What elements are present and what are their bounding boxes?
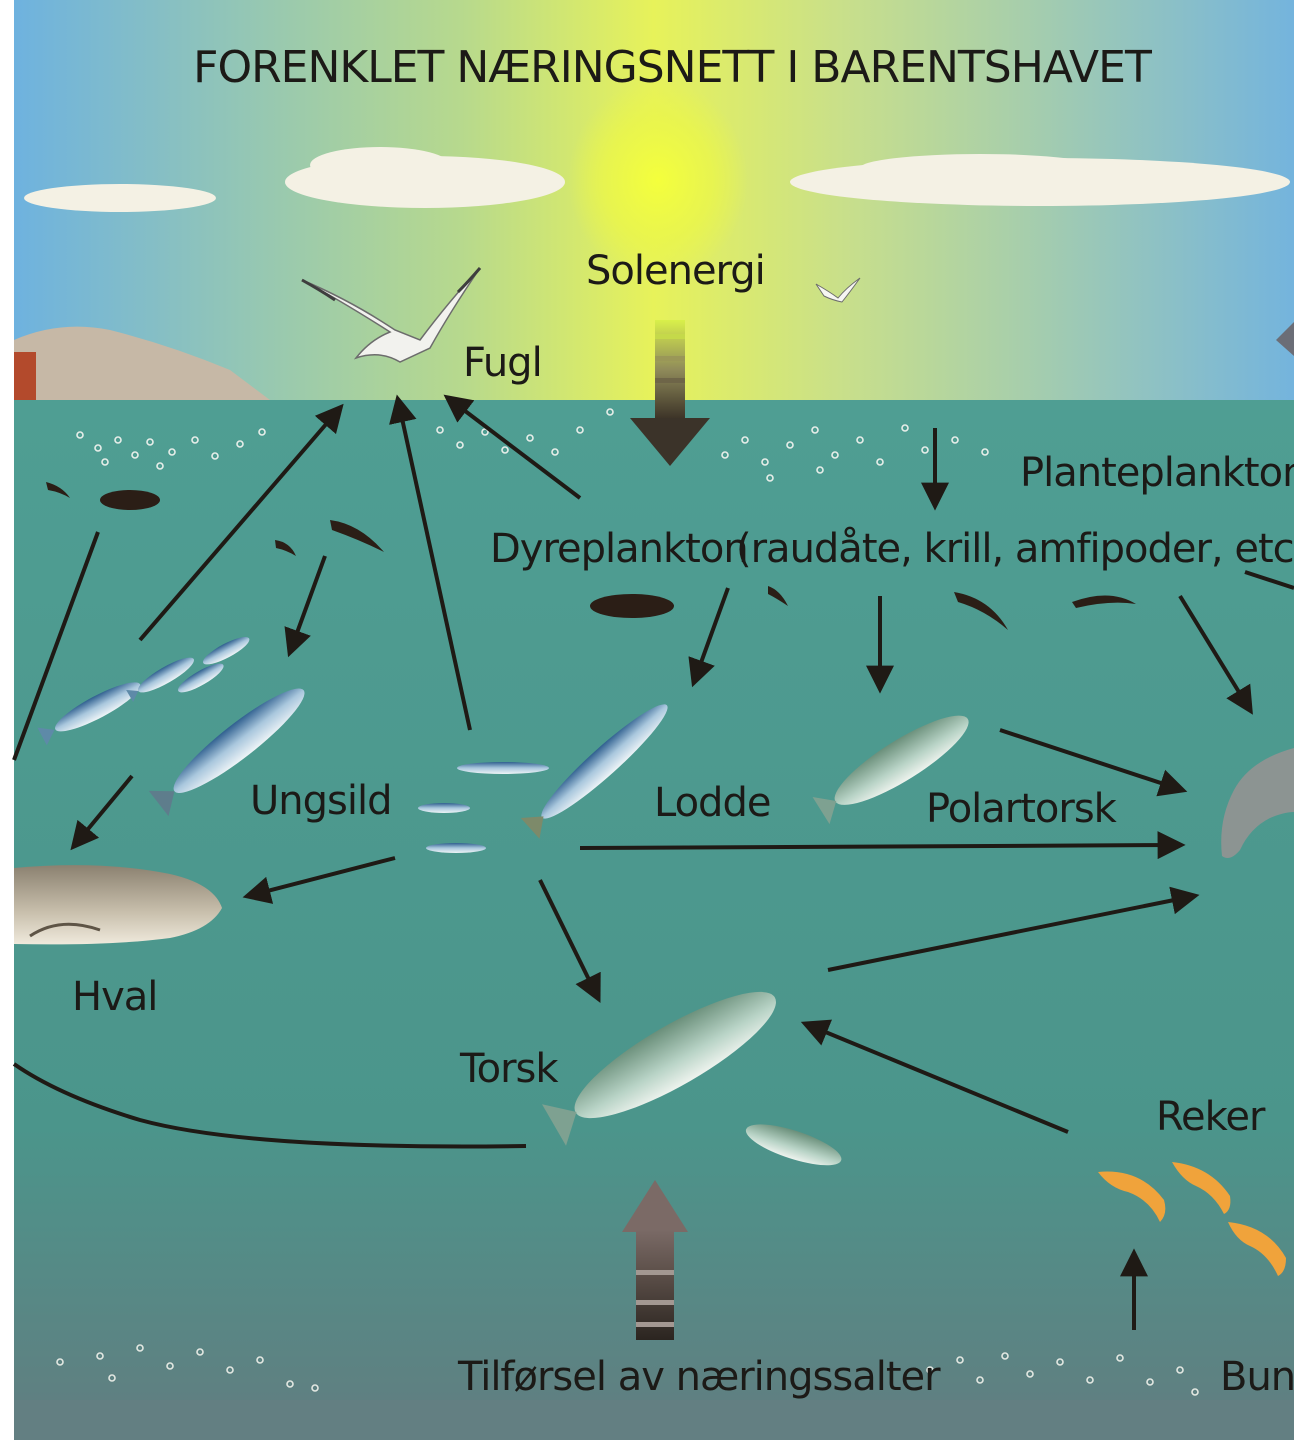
label-dyreplankton-detail: (raudåte, krill, amfipoder, etc) [736, 526, 1294, 572]
boat [14, 352, 36, 400]
label-ungsild: Ungsild [250, 778, 391, 824]
label-planteplankton: Planteplankton [1020, 450, 1294, 496]
label-tilforsel: Tilførsel av næringssalter [457, 1354, 941, 1400]
label-fugl: Fugl [463, 340, 542, 386]
sea-bottom-band [14, 1400, 1294, 1440]
label-polartorsk: Polartorsk [926, 786, 1118, 832]
label-torsk: Torsk [459, 1046, 559, 1092]
label-solenergi: Solenergi [586, 248, 765, 294]
label-dyreplankton: Dyreplankton [490, 526, 748, 572]
label-lodde: Lodde [654, 780, 770, 826]
diagram-title: FORENKLET NÆRINGSNETT I BARENTSHAVET [193, 42, 1152, 93]
label-reker: Reker [1156, 1094, 1266, 1140]
label-bunn: Bunn [1220, 1354, 1294, 1400]
label-hval: Hval [72, 974, 157, 1020]
